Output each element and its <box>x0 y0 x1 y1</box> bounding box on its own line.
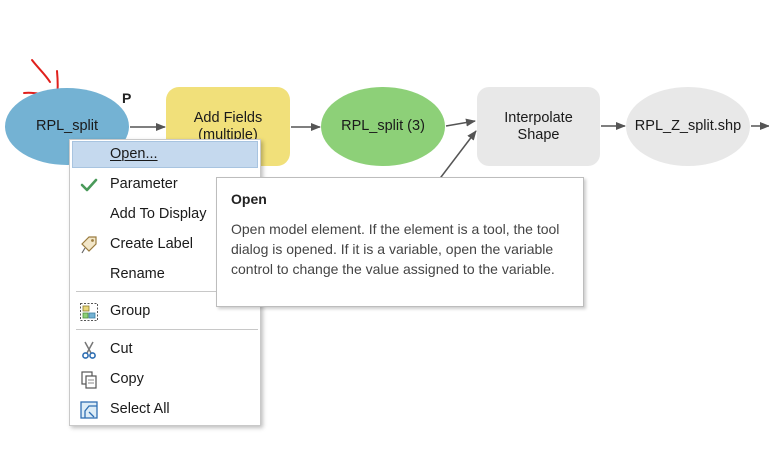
menu-item-group[interactable]: Group <box>72 298 258 325</box>
tooltip-body: Open model element. If the element is a … <box>231 221 560 277</box>
select-all-icon <box>79 400 99 420</box>
node-interpolate-shape[interactable]: Interpolate Shape <box>477 87 600 166</box>
menu-item-label: Parameter <box>110 176 178 192</box>
connector-4[interactable] <box>437 130 477 182</box>
menu-item-label: Create Label <box>110 236 194 252</box>
menu-item-open[interactable]: Open... <box>72 141 258 168</box>
menu-item-label: Copy <box>110 371 144 387</box>
menu-item-create-label[interactable]: Create Label <box>72 231 258 258</box>
label-tag-icon <box>79 235 99 255</box>
menu-item-label: Cut <box>110 341 133 357</box>
menu-item-label: Add To Display <box>110 206 207 222</box>
parameter-badge: P <box>122 90 132 106</box>
menu-item-select-all[interactable]: Select All <box>72 396 258 423</box>
menu-separator <box>76 291 258 292</box>
menu-item-copy[interactable]: Copy <box>72 366 258 393</box>
node-label: Add Fields (multiple) <box>193 109 263 143</box>
tooltip-title: Open <box>231 191 267 207</box>
checkmark-icon <box>79 175 99 195</box>
copy-icon <box>79 370 99 390</box>
menu-item-rename[interactable]: Rename <box>72 261 258 288</box>
tooltip: Open Open model element. If the element … <box>216 177 584 307</box>
scissors-icon <box>79 340 99 360</box>
node-label: RPL_split <box>35 118 99 134</box>
node-label: RPL_split (3) <box>341 118 425 134</box>
menu-item-cut[interactable]: Cut <box>72 336 258 363</box>
node-rpl-split-3[interactable]: RPL_split (3) <box>321 87 445 166</box>
group-icon <box>79 302 99 322</box>
menu-item-parameter[interactable]: Parameter <box>72 171 258 198</box>
menu-separator <box>76 329 258 330</box>
node-label: Interpolate Shape <box>504 109 573 143</box>
menu-item-label: Rename <box>110 266 165 282</box>
menu-item-label: Group <box>110 303 151 319</box>
node-rpl-z-split[interactable]: RPL_Z_split.shp <box>626 87 750 166</box>
menu-item-label: Select All <box>110 401 170 417</box>
node-label: RPL_Z_split.shp <box>634 118 742 134</box>
connector-3[interactable] <box>445 118 476 127</box>
menu-item-label: Open... <box>110 146 158 162</box>
menu-item-add-to-display[interactable]: Add To Display <box>72 201 258 228</box>
